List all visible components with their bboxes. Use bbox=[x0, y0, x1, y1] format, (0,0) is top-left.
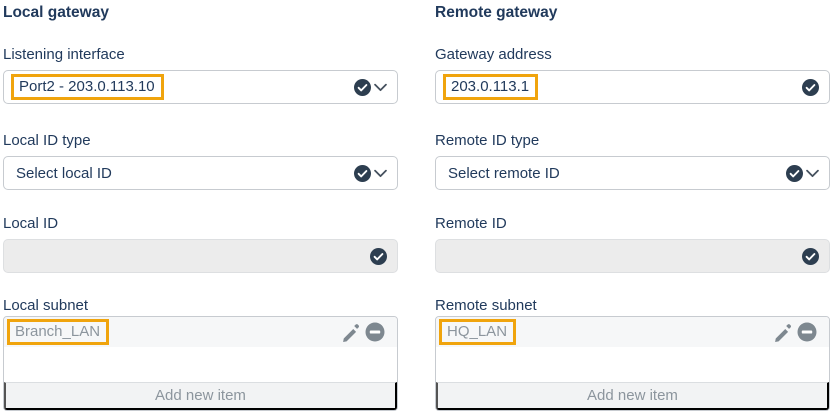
valid-check-icon bbox=[802, 247, 819, 265]
gateway-address-label: Gateway address bbox=[435, 46, 552, 63]
valid-check-icon bbox=[802, 78, 819, 96]
add-new-item-button[interactable]: Add new item bbox=[436, 382, 829, 410]
annotation-highlight: 203.0.113.1 bbox=[443, 74, 539, 100]
local-id-label: Local ID bbox=[3, 215, 59, 232]
annotation-highlight: HQ_LAN bbox=[439, 319, 517, 345]
remote-gateway-section: Remote gateway Gateway address 203.0.113… bbox=[435, 4, 830, 411]
listening-interface-label: Listening interface bbox=[3, 46, 125, 63]
listening-interface-value: Port2 - 203.0.113.10 bbox=[19, 78, 155, 95]
local-id-type-select[interactable]: Select local ID bbox=[3, 156, 398, 190]
local-subnet-label: Local subnet bbox=[3, 297, 89, 314]
annotation-highlight: Port2 - 203.0.113.10 bbox=[11, 74, 164, 100]
remote-subnet-label: Remote subnet bbox=[435, 297, 537, 314]
pencil-icon bbox=[773, 323, 792, 342]
listening-interface-select[interactable]: Port2 - 203.0.113.10 bbox=[3, 70, 398, 104]
subnet-list-item: Branch_LAN bbox=[4, 317, 397, 347]
edit-subnet-button[interactable] bbox=[773, 323, 792, 342]
gateway-address-value: 203.0.113.1 bbox=[451, 78, 530, 95]
remote-id-type-value: Select remote ID bbox=[448, 164, 560, 182]
remove-subnet-button[interactable] bbox=[797, 322, 817, 342]
remote-id-input bbox=[435, 239, 830, 273]
gateway-address-input[interactable]: 203.0.113.1 bbox=[435, 70, 830, 104]
valid-check-icon bbox=[354, 164, 371, 182]
valid-check-icon bbox=[370, 247, 387, 265]
edit-subnet-button[interactable] bbox=[341, 323, 360, 342]
section-heading-remote: Remote gateway bbox=[435, 4, 558, 21]
local-subnet-list: Branch_LAN Add new item bbox=[3, 316, 398, 411]
minus-circle-icon bbox=[365, 322, 385, 342]
remote-id-label: Remote ID bbox=[435, 215, 507, 232]
local-id-input bbox=[3, 239, 398, 273]
subnet-item-text: Branch_LAN bbox=[15, 323, 101, 340]
remote-subnet-list: HQ_LAN Add new item bbox=[435, 316, 830, 411]
pencil-icon bbox=[341, 323, 360, 342]
minus-circle-icon bbox=[797, 322, 817, 342]
subnet-list-empty-area bbox=[436, 347, 829, 382]
chevron-down-icon bbox=[374, 83, 387, 92]
local-id-type-value: Select local ID bbox=[16, 164, 112, 182]
add-new-item-button[interactable]: Add new item bbox=[4, 382, 397, 410]
subnet-list-empty-area bbox=[4, 347, 397, 382]
chevron-down-icon bbox=[806, 169, 819, 178]
subnet-item-text: HQ_LAN bbox=[447, 323, 508, 340]
local-gateway-section: Local gateway Listening interface Port2 … bbox=[3, 4, 398, 411]
remove-subnet-button[interactable] bbox=[365, 322, 385, 342]
valid-check-icon bbox=[354, 78, 371, 96]
annotation-highlight: Branch_LAN bbox=[7, 319, 110, 345]
local-id-type-label: Local ID type bbox=[3, 132, 91, 149]
remote-id-type-select[interactable]: Select remote ID bbox=[435, 156, 830, 190]
remote-id-type-label: Remote ID type bbox=[435, 132, 540, 149]
chevron-down-icon bbox=[374, 169, 387, 178]
section-heading-local: Local gateway bbox=[3, 4, 109, 21]
valid-check-icon bbox=[786, 164, 803, 182]
subnet-list-item: HQ_LAN bbox=[436, 317, 829, 347]
